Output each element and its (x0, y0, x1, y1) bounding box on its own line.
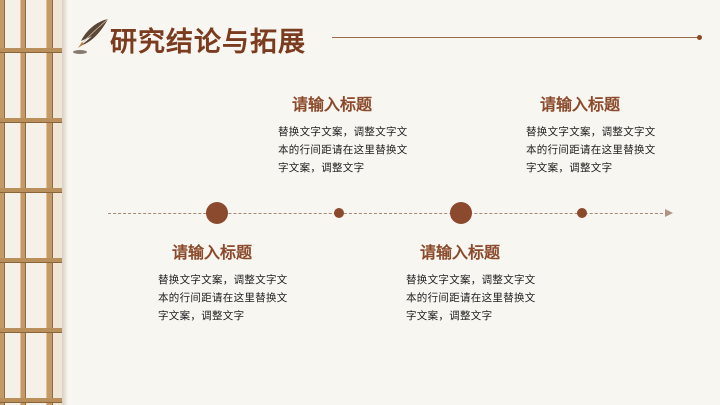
block-heading: 请输入标题 (420, 243, 501, 262)
block-heading: 请输入标题 (540, 95, 621, 114)
block-heading: 请输入标题 (172, 243, 253, 262)
lattice-edge-shadow (62, 0, 68, 405)
timeline-node-2 (334, 208, 344, 218)
title-divider (332, 37, 698, 38)
timeline-arrow-icon (665, 209, 673, 217)
timeline-line (108, 213, 668, 214)
timeline-node-1 (206, 202, 228, 224)
block-body: 替换文字文案，调整文字文本的行间距请在这里替换文字文案，调整文字 (406, 274, 536, 322)
timeline-node-4 (577, 208, 587, 218)
timeline-node-3 (450, 202, 472, 224)
quill-pen-icon (73, 18, 109, 54)
lattice-screen-decoration (0, 0, 62, 405)
text-block-upper-1: 请输入标题 替换文字文案，调整文字文本的行间距请在这里替换文字文案，调整文字 (278, 91, 428, 177)
page-title: 研究结论与拓展 (110, 27, 306, 58)
text-block-upper-2: 请输入标题 替换文字文案，调整文字文本的行间距请在这里替换文字文案，调整文字 (526, 91, 676, 177)
text-block-lower-1: 请输入标题 替换文字文案，调整文字文本的行间距请在这里替换文字文案，调整文字 (158, 239, 308, 325)
block-body: 替换文字文案，调整文字文本的行间距请在这里替换文字文案，调整文字 (158, 274, 288, 322)
text-block-lower-2: 请输入标题 替换文字文案，调整文字文本的行间距请在这里替换文字文案，调整文字 (406, 239, 556, 325)
title-divider-dot (697, 35, 702, 40)
block-heading: 请输入标题 (292, 95, 373, 114)
block-body: 替换文字文案，调整文字文本的行间距请在这里替换文字文案，调整文字 (526, 126, 656, 174)
block-body: 替换文字文案，调整文字文本的行间距请在这里替换文字文案，调整文字 (278, 126, 408, 174)
